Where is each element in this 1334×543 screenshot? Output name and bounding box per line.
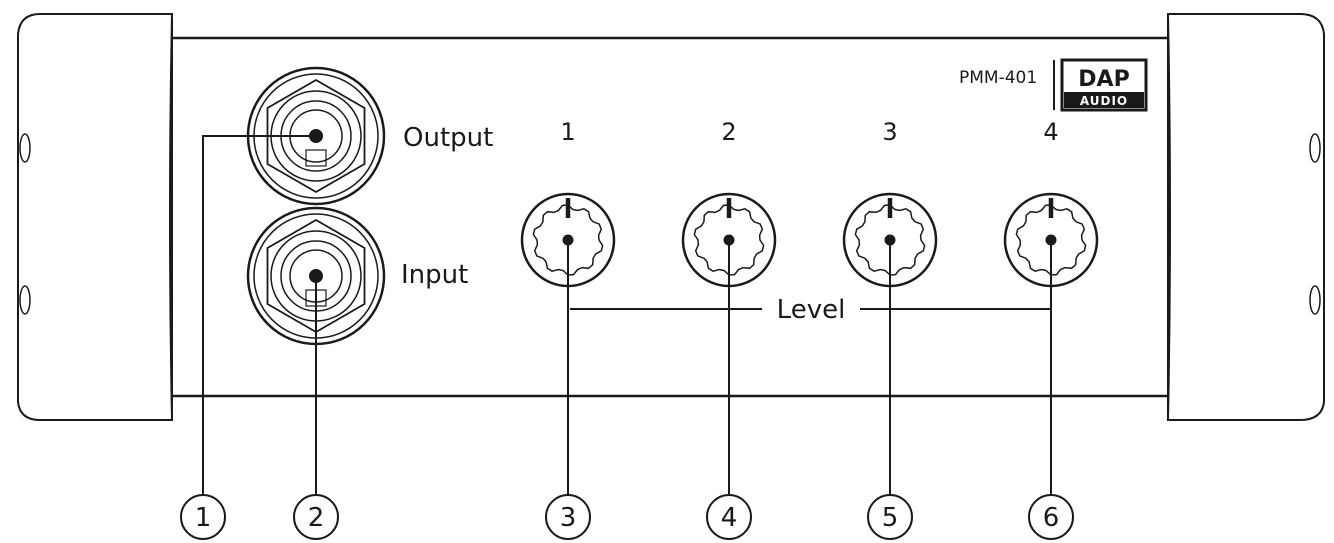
callout-number-2: 2 (308, 503, 325, 533)
dap-audio-logo: DAP AUDIO (1053, 58, 1148, 112)
callout-1: 1 (180, 135, 316, 540)
channel-label-4: 4 (1043, 118, 1058, 146)
level-label: Level (777, 295, 846, 325)
channel-label-3: 3 (882, 118, 897, 146)
callout-5: 5 (867, 240, 913, 540)
logo-dap-text: DAP (1078, 67, 1129, 92)
callout-number-3: 3 (560, 503, 577, 533)
left-end-cap (17, 13, 174, 421)
callout-3: 3 (545, 240, 591, 540)
jack-input: Input (246, 206, 468, 346)
left-screw-bottom (19, 285, 31, 315)
callout-number-4: 4 (721, 503, 738, 533)
right-screw-top (1309, 133, 1321, 163)
logo-audio-text: AUDIO (1080, 94, 1128, 108)
jack-label-output: Output (403, 123, 493, 153)
right-end-cap (1166, 13, 1325, 421)
callout-4: 4 (706, 240, 752, 540)
chassis (172, 36, 1168, 398)
channel-label-1: 1 (560, 118, 575, 146)
level-bracket: Level (570, 295, 1051, 325)
callout-number-1: 1 (195, 503, 212, 533)
callout-2: 2 (293, 276, 339, 540)
channel-label-2: 2 (721, 118, 736, 146)
right-screw-bottom (1309, 285, 1321, 315)
model-label: PMM-401 (959, 68, 1037, 88)
callout-number-5: 5 (882, 503, 899, 533)
callouts: 1 2 3 4 5 6 (180, 135, 1074, 540)
callout-number-6: 6 (1043, 503, 1060, 533)
left-screw-top (19, 133, 31, 163)
jack-label-input: Input (401, 260, 468, 290)
callout-6: 6 (1028, 240, 1074, 540)
level-knobs: 1 2 3 4 (520, 118, 1099, 288)
